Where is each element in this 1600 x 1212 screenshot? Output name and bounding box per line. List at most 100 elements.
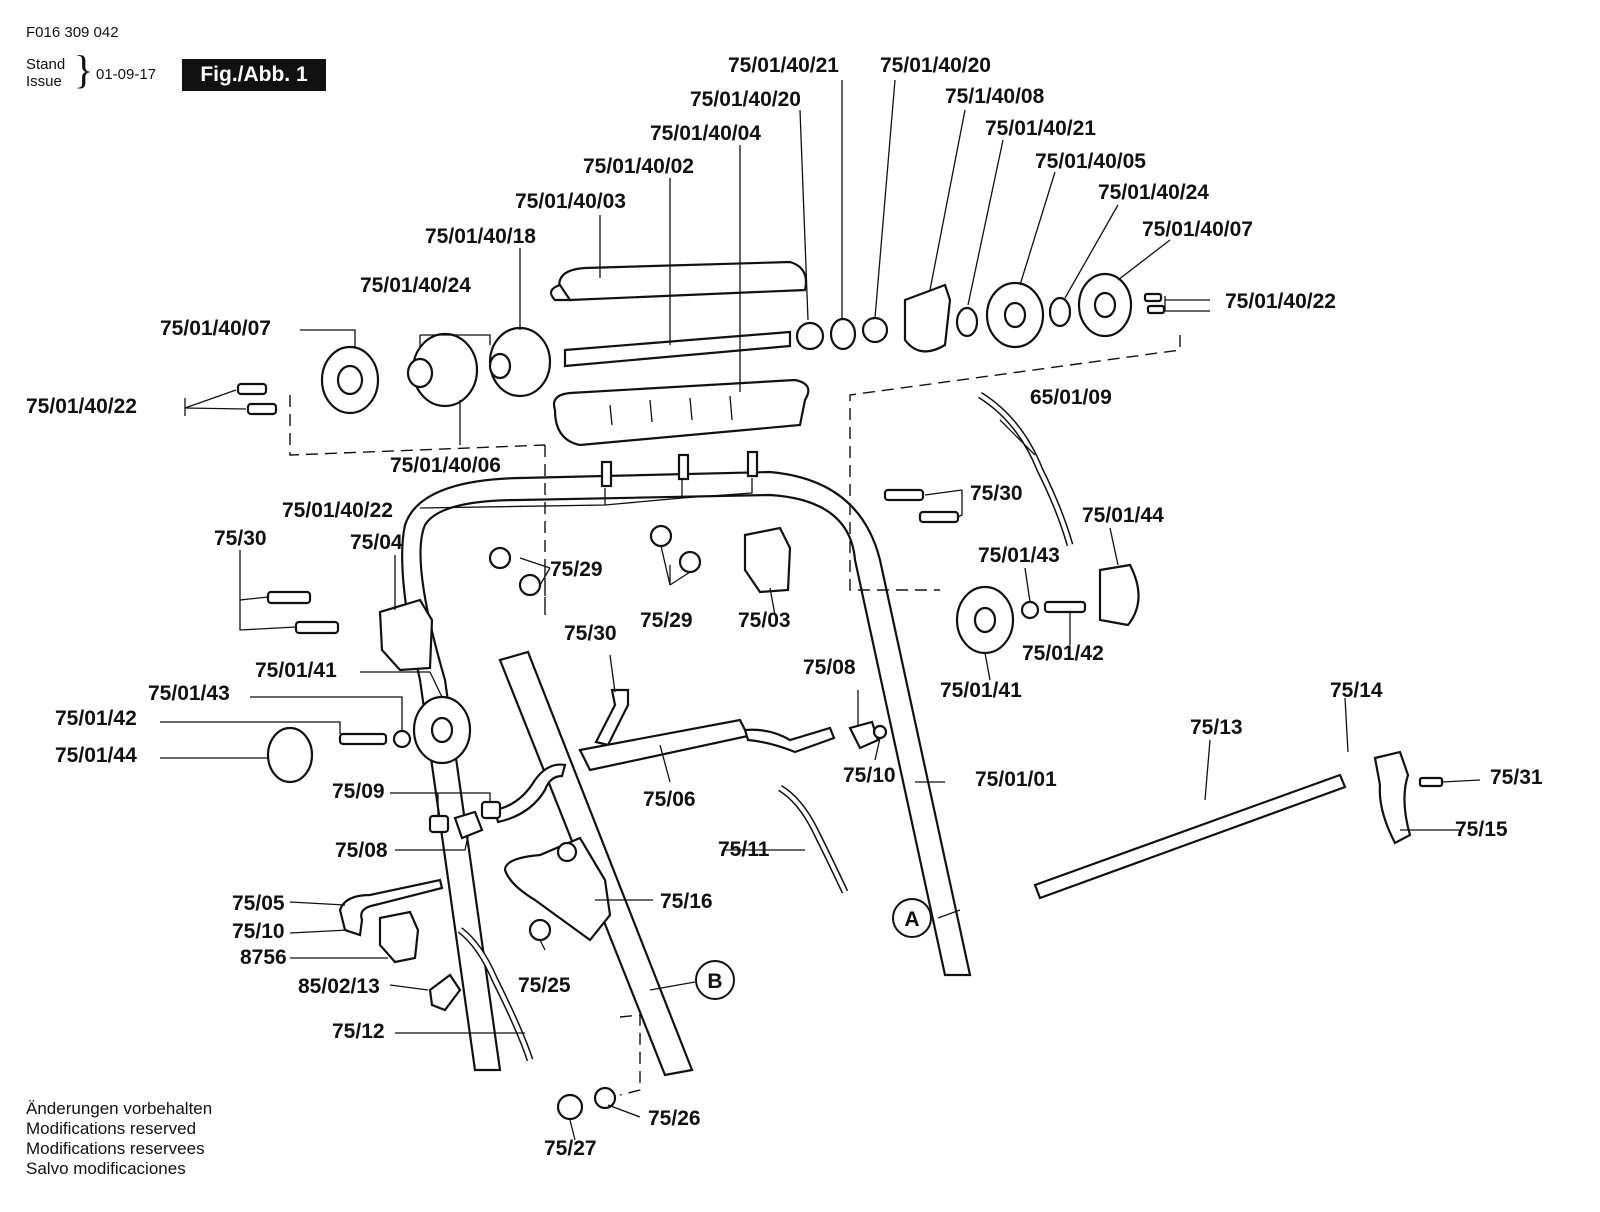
part-label: 75/08 bbox=[335, 839, 388, 862]
roller-right bbox=[985, 281, 1045, 349]
part-label: 75/01/43 bbox=[978, 544, 1060, 567]
part-label: 75/15 bbox=[1455, 818, 1508, 841]
lever-75-05 bbox=[338, 878, 444, 964]
leader-lines bbox=[160, 79, 1481, 1141]
marker-a-label: A bbox=[904, 908, 919, 931]
part-label: 75/01/41 bbox=[255, 659, 337, 682]
nut-75-25 bbox=[528, 918, 552, 942]
clip-75-08-lower bbox=[453, 810, 484, 840]
part-label: 75/01/40/18 bbox=[425, 225, 536, 248]
roller-cover bbox=[549, 260, 808, 302]
part-label: 75/27 bbox=[544, 1137, 597, 1160]
part-label: 75/30 bbox=[970, 482, 1023, 505]
part-label: 75/01/40/22 bbox=[282, 499, 393, 522]
pin-75-31 bbox=[1418, 776, 1444, 788]
part-label: 75/01/41 bbox=[940, 679, 1022, 702]
marker-b-label: B bbox=[707, 970, 722, 993]
screw-left-1 bbox=[236, 382, 268, 396]
part-label: 75/04 bbox=[350, 531, 403, 554]
part-label: 75/05 bbox=[232, 892, 285, 915]
cable-75-11 bbox=[778, 784, 849, 894]
part-label: 75/25 bbox=[518, 974, 571, 997]
stand-issue-label: Stand Issue bbox=[26, 56, 65, 90]
rod-75-06 bbox=[578, 718, 836, 772]
part-label: 75/10 bbox=[232, 920, 285, 943]
connector-75-10-upper bbox=[872, 724, 888, 740]
part-label: 75/16 bbox=[660, 890, 713, 913]
document-number: F016 309 042 bbox=[26, 24, 119, 41]
notice-line: Modifications reserved bbox=[26, 1119, 197, 1138]
part-label: 75/01/40/21 bbox=[728, 54, 839, 77]
bolt-left-2 bbox=[294, 620, 340, 635]
part-label: 75/08 bbox=[803, 656, 856, 679]
cap-75-01-44-right bbox=[1098, 563, 1140, 627]
bolt-right-1 bbox=[883, 488, 925, 502]
clip-75-08-upper bbox=[848, 720, 880, 750]
washer-3 bbox=[1048, 296, 1072, 328]
bolt-75-01-42-left bbox=[338, 732, 388, 746]
screw-housing-2 bbox=[677, 453, 690, 481]
part-label: 75/01/40/06 bbox=[390, 454, 501, 477]
gear-wheel-left bbox=[320, 345, 380, 415]
part-label: 75/01/40/05 bbox=[1035, 150, 1146, 173]
part-label: 75/01/40/22 bbox=[26, 395, 137, 418]
bracket-75-04 bbox=[378, 598, 434, 672]
marker-b: B bbox=[695, 960, 735, 1000]
assembly-lines bbox=[289, 335, 1181, 1096]
washer-75-26 bbox=[593, 1086, 617, 1110]
issue-date: 01-09-17 bbox=[96, 66, 157, 83]
part-label: 75/1/40/08 bbox=[945, 85, 1045, 108]
wheel-75-01-41-left bbox=[412, 695, 472, 765]
part-label: 75/01/43 bbox=[148, 682, 230, 705]
notice-line: Salvo modificaciones bbox=[26, 1159, 186, 1178]
bolt-75-30-vertical bbox=[594, 688, 630, 747]
part-label: 75/30 bbox=[564, 622, 617, 645]
washer-75-01-43-left bbox=[392, 729, 412, 749]
part-label: 75/01/40/07 bbox=[1142, 218, 1253, 241]
washer-2 bbox=[955, 306, 979, 338]
part-label: 75/01/40/22 bbox=[1225, 290, 1336, 313]
part-label: 75/01/40/03 bbox=[515, 190, 626, 213]
part-label: 85/02/13 bbox=[298, 975, 380, 998]
part-label: 75/01/44 bbox=[1082, 504, 1164, 527]
bolt-right-2 bbox=[918, 510, 960, 524]
part-label: 75/14 bbox=[1330, 679, 1383, 702]
part-label: 75/01/40/24 bbox=[360, 274, 471, 297]
star-nut-1 bbox=[795, 321, 825, 351]
roller-left-1 bbox=[406, 332, 479, 408]
part-label: 8756 bbox=[240, 946, 287, 969]
clip-85-02-13 bbox=[428, 973, 462, 1012]
roller-channel bbox=[563, 330, 792, 368]
part-label: 75/01/40/20 bbox=[690, 88, 801, 111]
bracket-75-16 bbox=[503, 836, 612, 942]
part-label: 75/10 bbox=[843, 764, 896, 787]
part-label: 75/29 bbox=[550, 558, 603, 581]
part-label: 75/29 bbox=[640, 609, 693, 632]
star-nut-2 bbox=[861, 316, 889, 344]
clutch-lever bbox=[903, 283, 952, 353]
issue-label: Issue bbox=[26, 73, 62, 90]
sleeve-75-09-b bbox=[480, 800, 502, 820]
part-label: 75/26 bbox=[648, 1107, 701, 1130]
bracket-75-03 bbox=[743, 526, 792, 594]
part-label: 75/01/42 bbox=[55, 707, 137, 730]
part-label: 75/01/40/02 bbox=[583, 155, 694, 178]
notice-line: Änderungen vorbehalten bbox=[26, 1099, 213, 1118]
cable-65-01-09 bbox=[978, 392, 1074, 546]
screw-left-2 bbox=[246, 402, 278, 416]
part-label: 75/13 bbox=[1190, 716, 1243, 739]
part-label: 75/31 bbox=[1490, 766, 1543, 789]
washer-75-01-43-right bbox=[1020, 600, 1040, 620]
part-label: 75/03 bbox=[738, 609, 791, 632]
nut-75-27 bbox=[556, 1093, 584, 1121]
notice-line: Modifications reservees bbox=[26, 1139, 205, 1158]
gear-wheel-right bbox=[1077, 272, 1133, 338]
screw-housing-1 bbox=[600, 460, 613, 488]
part-label: 75/01/40/21 bbox=[985, 117, 1096, 140]
screw-right-1 bbox=[1143, 292, 1166, 315]
roller-housing-lower bbox=[552, 378, 810, 447]
nut-75-29-c bbox=[649, 524, 673, 548]
stand-label: Stand bbox=[26, 56, 66, 73]
part-label: 75/01/40/07 bbox=[160, 317, 271, 340]
brace-icon: } bbox=[74, 47, 94, 92]
